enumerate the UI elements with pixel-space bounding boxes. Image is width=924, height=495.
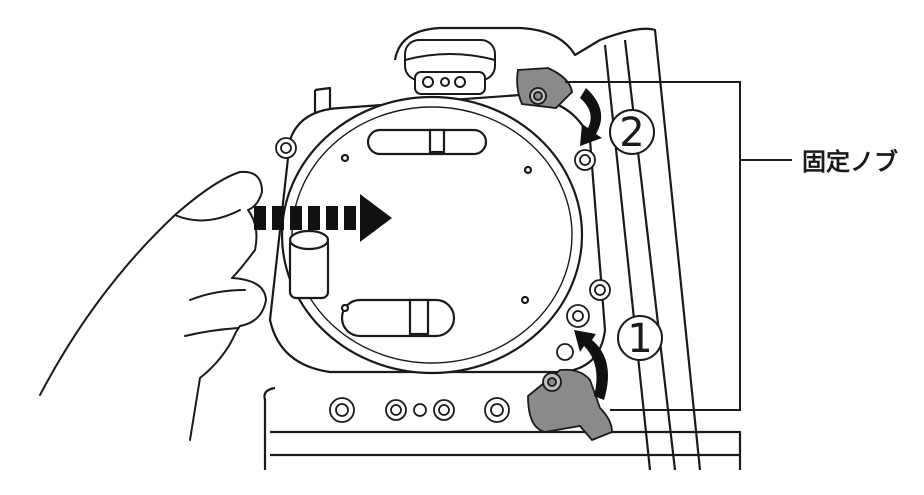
locking-knob-lower (527, 368, 613, 442)
mounting-plate (268, 93, 607, 375)
top-boss (404, 39, 496, 95)
locking-knob-upper (516, 67, 573, 109)
step-1-number: 1 (627, 316, 652, 362)
rotation-arrow-step1 (574, 330, 608, 400)
step-2-number: 2 (619, 110, 644, 156)
slide-direction-arrow (254, 194, 392, 242)
hand-illustration (39, 170, 267, 441)
rotation-arrow-step2 (580, 88, 602, 146)
fixing-knob-label: 固定ノブ (802, 148, 898, 176)
step-1-marker: 1 (617, 315, 663, 362)
step-2-marker: 2 (609, 109, 655, 156)
screws (275, 137, 611, 423)
callout-leader (565, 81, 792, 411)
